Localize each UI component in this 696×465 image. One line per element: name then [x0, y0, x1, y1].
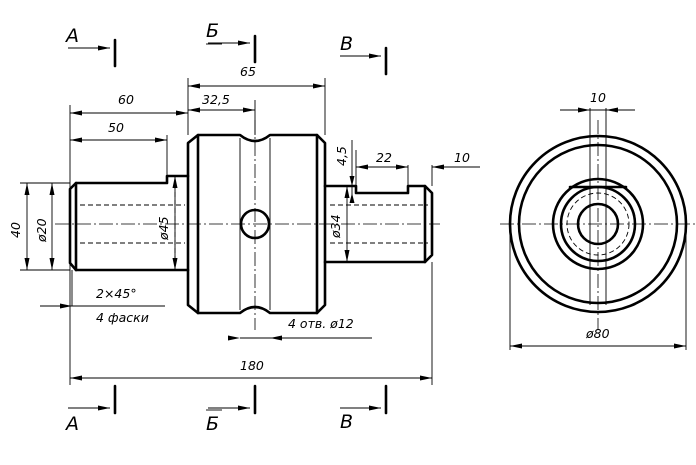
arrow [313, 83, 325, 89]
arrow [674, 343, 686, 349]
arrow [420, 375, 432, 381]
section-v-top: В [340, 33, 353, 55]
arrow [98, 45, 110, 51]
section-b-bottom: Б [206, 413, 219, 435]
arrow [49, 258, 55, 270]
arrow [155, 137, 167, 143]
dim-180-label: 180 [240, 358, 264, 373]
arrow [172, 176, 178, 188]
chamfer-label: 2×45° [96, 286, 137, 301]
arrow [270, 335, 282, 341]
arrow [396, 164, 408, 170]
arrow [49, 183, 55, 195]
side-ø80-label: ø80 [585, 326, 610, 341]
arrow [344, 250, 350, 262]
arrow [24, 183, 30, 195]
side-10-label: 10 [590, 90, 606, 105]
dim-60-label: 60 [118, 92, 134, 107]
arrow [176, 110, 188, 116]
holes-label: 4 отв. ø12 [288, 316, 354, 331]
chamfer-count-label: 4 фаски [96, 310, 149, 325]
arrow [349, 193, 355, 203]
arrow [24, 258, 30, 270]
arrow [510, 343, 522, 349]
dim-40-label: 40 [8, 222, 23, 238]
dim-ø20-label: ø20 [34, 218, 49, 243]
section-v-bottom: В [340, 411, 353, 433]
dim-4-5-label: 4,5 [334, 146, 349, 166]
dim-22-label: 22 [376, 150, 392, 165]
arrow [60, 303, 72, 309]
arrow [238, 405, 250, 411]
arrow [356, 164, 368, 170]
side-ø20-circle [576, 202, 620, 246]
arrow [349, 176, 355, 186]
dim-ø34-label: ø34 [328, 214, 343, 239]
arrow [70, 110, 82, 116]
arrow [188, 83, 200, 89]
dim-10-label: 10 [454, 150, 470, 165]
side-chamfer-circle [517, 143, 679, 305]
side-ø45-circle [551, 177, 645, 271]
dim-50-label: 50 [108, 120, 124, 135]
dim-ø45-label: ø45 [156, 216, 171, 241]
section-a-bottom: А [64, 413, 79, 435]
arrow [70, 137, 82, 143]
arrow [344, 186, 350, 198]
arrow [188, 107, 200, 113]
arrow [606, 107, 618, 113]
arrow [238, 40, 250, 46]
arrow [172, 258, 178, 270]
arrow [98, 405, 110, 411]
section-a-top: А [64, 25, 79, 47]
section-b-top: Б [206, 20, 219, 42]
arrow [243, 107, 255, 113]
arrow [432, 164, 444, 170]
side-hidden-circle [566, 192, 630, 256]
arrow [369, 53, 381, 59]
dim-65-label: 65 [240, 64, 256, 79]
radial-hole [239, 208, 271, 240]
arrow [578, 107, 590, 113]
arrow [369, 405, 381, 411]
arrow [70, 375, 82, 381]
arrow [228, 335, 240, 341]
dim-32-5-label: 32,5 [202, 92, 230, 107]
